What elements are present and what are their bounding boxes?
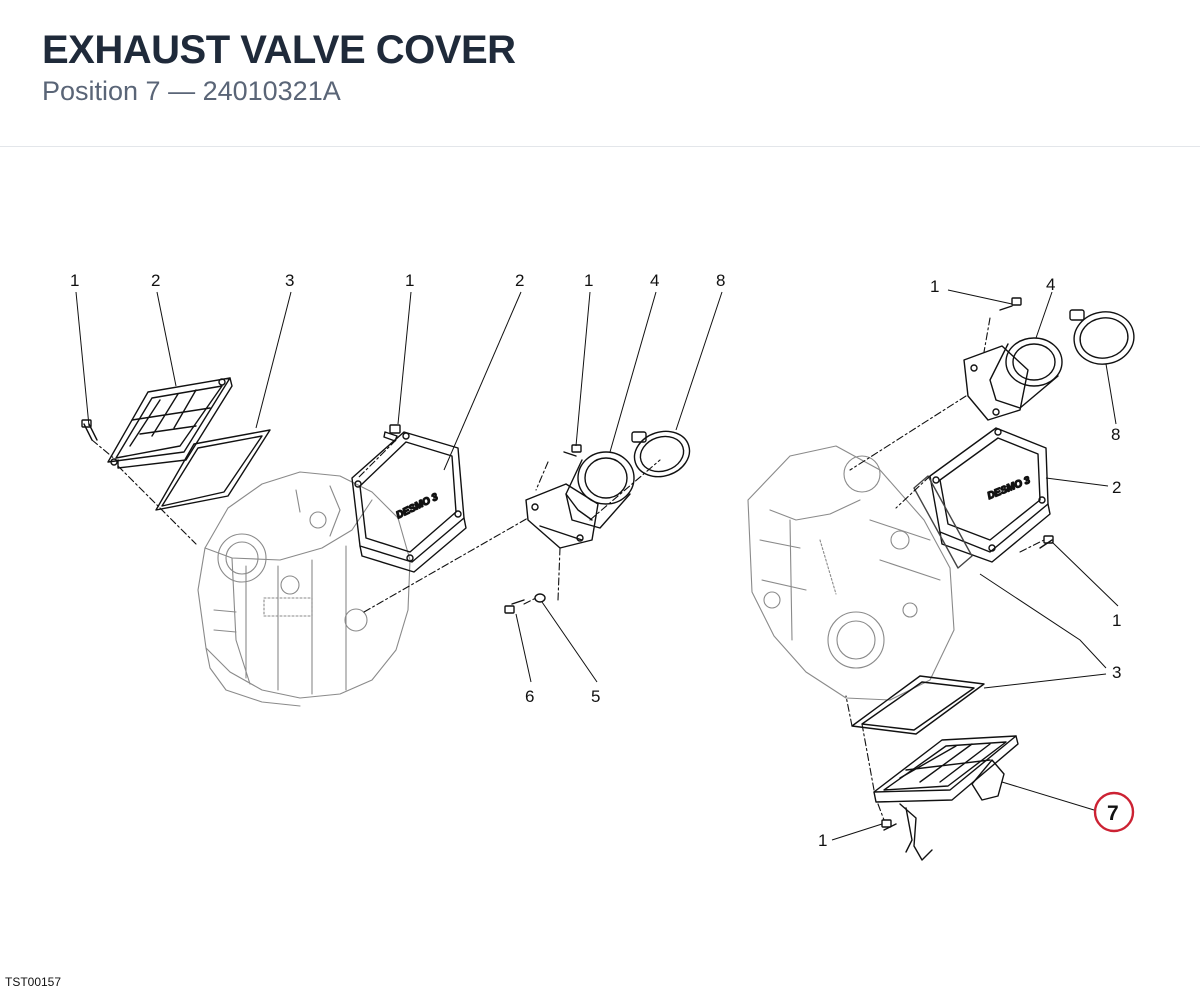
page-title: EXHAUST VALVE COVER <box>42 28 516 72</box>
callout-right-4: 4 <box>1046 275 1055 294</box>
bolt-6 <box>504 599 525 614</box>
gasket-left <box>155 429 271 511</box>
callout-right-1b: 1 <box>1112 611 1121 630</box>
drawing-code: TST00157 <box>5 975 62 989</box>
cover-desmo-left <box>351 431 467 573</box>
manifold-right <box>963 337 1063 421</box>
callout-left-3: 3 <box>285 271 294 290</box>
bolt-manifold-1 <box>563 444 582 457</box>
hose-clamp-left <box>631 430 691 478</box>
manifold-left <box>525 451 635 549</box>
washer-5 <box>534 593 546 603</box>
bolt-right-lower-1 <box>881 819 897 831</box>
cylinder-head-right <box>747 445 955 701</box>
callout-left-2a: 2 <box>151 271 160 290</box>
callout-left-4: 4 <box>650 271 659 290</box>
callout-right-2: 2 <box>1112 478 1121 497</box>
bolt-left-1 <box>81 419 98 441</box>
callout-left-6: 6 <box>525 687 534 706</box>
header: EXHAUST VALVE COVER Position 7 — 2401032… <box>0 0 1200 147</box>
callout-left-1b: 1 <box>405 271 414 290</box>
bolt-middle-1 <box>383 424 401 442</box>
bolt-right-1 <box>1039 535 1054 549</box>
desmo-logo-right: DESMO 3 <box>986 475 1032 502</box>
callout-left-8: 8 <box>716 271 725 290</box>
gasket-right <box>851 675 985 735</box>
page-subtitle: Position 7 — 24010321A <box>42 76 341 106</box>
callout-left-2b: 2 <box>515 271 524 290</box>
callout-right-8: 8 <box>1111 425 1120 444</box>
exhaust-valve-cover-7 <box>873 735 1019 861</box>
callout-right-3: 3 <box>1112 663 1121 682</box>
highlight-circle[interactable] <box>1093 791 1135 833</box>
bolt-right-top-1 <box>999 297 1022 311</box>
gasket-right-upper <box>913 475 973 569</box>
cover-desmo-right <box>929 427 1051 563</box>
cover-plate-left <box>107 377 233 469</box>
callout-right-1c: 1 <box>818 831 827 850</box>
callout-right-1a: 1 <box>930 277 939 296</box>
callout-left-1a: 1 <box>70 271 79 290</box>
callout-highlighted-7[interactable]: 7 <box>1107 802 1119 825</box>
callout-left-5: 5 <box>591 687 600 706</box>
callout-left-1c: 1 <box>584 271 593 290</box>
hose-clamp-right <box>1069 309 1135 365</box>
cylinder-head-left <box>197 471 411 707</box>
desmo-logo-left: DESMO 3 <box>395 492 441 522</box>
